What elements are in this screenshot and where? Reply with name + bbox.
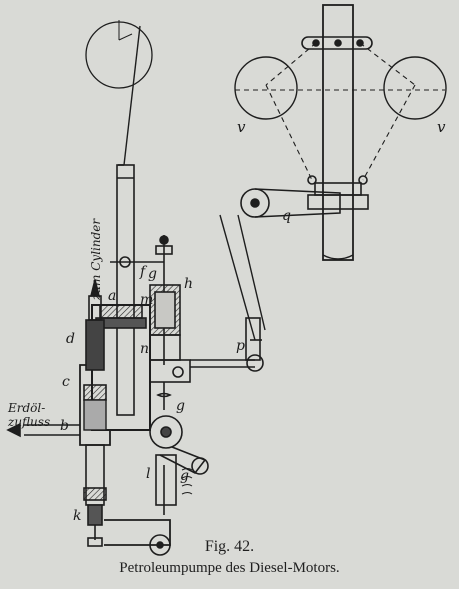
governor-shaft [307,4,369,261]
governor-arms [235,42,445,181]
label-h: h [184,276,193,292]
label-l: l [146,466,150,482]
label-inflow-1: Erdöl- [7,401,45,415]
pump-rod [110,164,164,416]
cam-disc [149,415,209,475]
label-g3: g [180,468,189,484]
label-v-right: v [437,118,446,136]
label-k: k [73,508,81,524]
label-q: q [282,208,291,224]
spring-upper [156,382,172,410]
delivery-pipe [85,279,105,371]
label-f: f [139,264,148,280]
label-b: b [60,418,69,434]
label-p: p [236,338,245,354]
lever-q [219,188,341,341]
label-cylinder: zum Cylinder [89,218,103,301]
label-g1: g [148,266,157,282]
governor-pivots [307,175,368,185]
spring-lower [155,454,193,515]
flyball-left [234,56,298,120]
label-v-left: v [237,118,246,136]
inflow-pipe [6,422,80,438]
label-a: a [108,288,116,304]
label-c: c [62,374,70,390]
label-d: d [66,331,75,347]
label-m: m [140,292,153,308]
regulator-spindle [149,235,191,383]
valve-column [83,444,107,547]
figure-number: Fig. 42. [204,538,255,555]
diagram-labels: zum Cylinder Erdöl- zufluss a b c d f g … [7,118,446,524]
bottom-lever [104,519,171,556]
pendulum-weight [85,20,153,166]
label-g2: g [176,398,185,414]
figure-caption: Petroleumpumpe des Diesel-Motors. [119,560,340,576]
label-n: n [140,341,149,357]
label-inflow-2: zufluss [7,415,50,429]
governor-top-bar [301,36,373,50]
link-rod [190,317,264,372]
flyball-right [383,56,447,120]
